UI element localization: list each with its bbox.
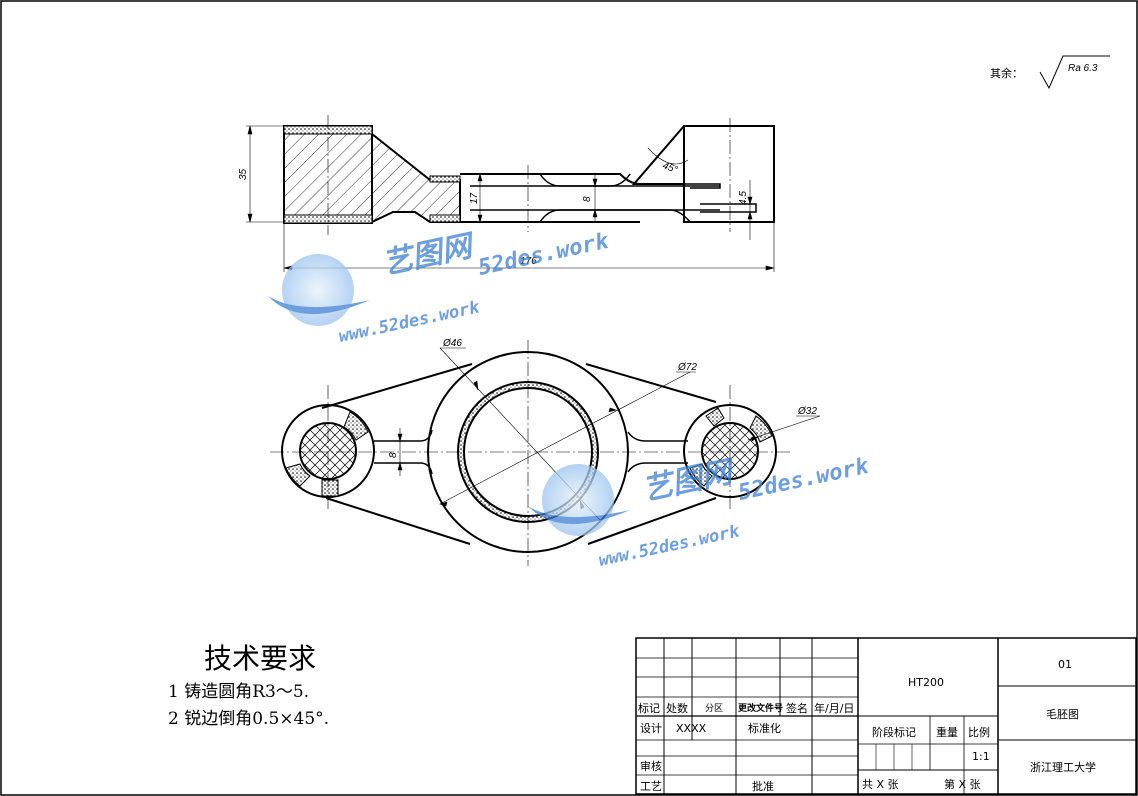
tb-stage-label: 阶段标记 [872,725,916,739]
dim-dia-32: Ø32 [797,406,817,417]
tb-drawing-no: 01 [1058,658,1072,671]
dim-height-35: 35 [238,168,249,180]
tb-header-date: 年/月/日 [814,701,854,715]
watermark-upper: 艺图网 52des.work www.52des.work [268,228,612,347]
tech-requirements: 技术要求 1 铸造圆角R3～5. 2 锐边倒角0.5×45°. [168,642,329,729]
watermark-globe-icon [282,254,354,326]
tb-standard-label: 标准化 [748,721,781,735]
tech-item-1: 1 铸造圆角R3～5. [168,682,309,702]
dim-height-17: 17 [469,192,480,204]
top-outline-lower-right [587,497,717,545]
tech-title: 技术要求 [204,642,316,675]
tb-review-label: 审核 [640,759,662,773]
tb-header-zone: 分区 [705,703,723,714]
roughness-symbol-icon [1039,55,1110,90]
tb-school: 浙江理工大学 [1030,760,1096,774]
watermark-globe-icon-2 [542,464,614,536]
right-boss-pad-1 [705,407,725,427]
dim-height-8-front: 8 [582,196,593,202]
title-block-text: 标记 处数 分区 更改文件号 签名 年/月/日 设计 XXXX 标准化 审核 工… [638,658,1096,793]
front-groove-bottom [539,209,691,223]
top-outline-upper [321,363,473,409]
tb-design-value: XXXX [676,722,707,735]
right-slot-bottom [700,203,757,213]
dim-web-8: 8 [388,452,399,458]
top-outline-upper-right [585,363,717,403]
left-boss-pad-3 [321,479,339,497]
right-chamfer [631,125,685,185]
tb-header-count: 处数 [666,702,688,715]
top-outline-lower [325,497,471,545]
tb-scale-value: 1:1 [972,750,990,763]
left-boss-pad-2 [285,463,311,487]
right-slot-top [684,183,721,189]
roughness-value: Ra 6.3 [1068,63,1098,74]
tb-sheet-no: 第 X 张 [944,777,981,791]
tb-header-sign: 签名 [786,701,808,715]
tb-design-label: 设计 [640,722,662,735]
right-boss [683,125,775,223]
right-boss-pad-2 [749,415,773,443]
left-web [374,429,433,475]
tb-sheets-total: 共 X 张 [862,778,899,791]
watermark-cn-text-2: 艺图网 [639,454,738,508]
tb-weight-label: 重量 [936,725,958,739]
tech-item-2: 2 锐边倒角0.5×45°. [168,709,329,729]
dim-length-176: 176 [520,256,537,267]
tb-header-mark: 标记 [638,701,660,715]
roughness-note: 其余： Ra 6.3 [990,55,1110,90]
watermark-en-text: 52des.work [476,229,611,281]
left-boss-pad-1 [343,411,369,441]
front-middle-body [460,173,641,223]
front-groove-top [539,173,631,187]
front-web-machining-bottom [429,214,461,223]
dim-angle-45: 45° [661,160,679,176]
roughness-label: 其余： [990,66,1023,80]
dim-dia-72: Ø72 [677,362,697,373]
dim-dia-46: Ø46 [442,338,462,349]
tb-drawing-name: 毛胚图 [1046,708,1079,721]
front-dimensions [246,125,775,272]
front-view [283,115,775,235]
right-web [627,431,688,473]
right-boss-pad-3 [689,463,713,487]
tb-header-change-doc: 更改文件号 [738,702,783,714]
dim-height-4-5: 4.5 [738,191,749,205]
watermark-url-text-2: www.52des.work [597,521,742,571]
tb-material: HT200 [908,676,944,689]
tb-scale-label: 比例 [968,725,990,739]
tb-approve-label: 批准 [752,779,774,793]
front-web-machining-top [429,175,461,183]
title-block [635,637,1137,795]
watermark-cn-text: 艺图网 [379,228,478,282]
watermark-lower: 艺图网 52des.work www.52des.work [528,454,872,571]
tb-process-label: 工艺 [640,780,662,793]
